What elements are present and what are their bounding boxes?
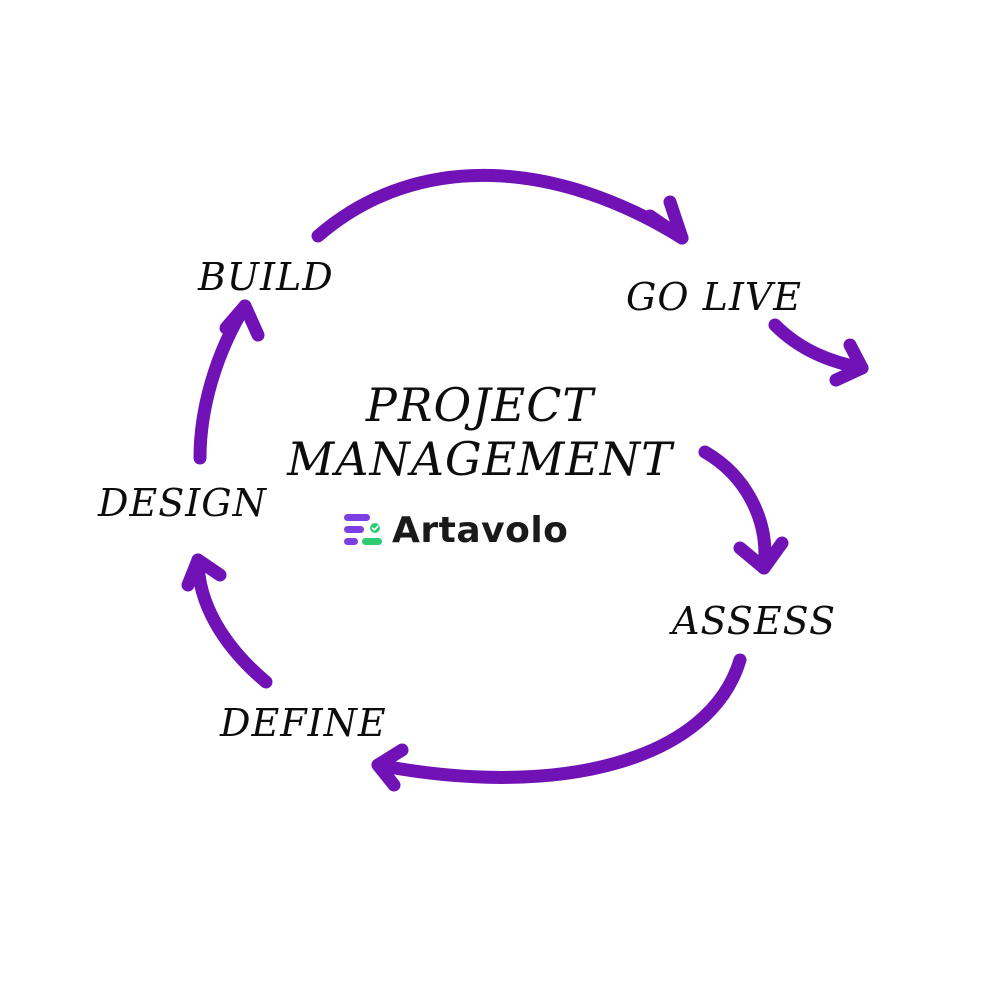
artavolo-logo-icon <box>344 512 384 548</box>
arrow-assess-to-define <box>371 653 747 792</box>
arrow-build-to-go-live <box>311 168 689 245</box>
stage-label-build: BUILD <box>198 255 334 299</box>
arrow-to-assess <box>698 445 789 575</box>
stage-label-go-live: GO LIVE <box>626 275 803 319</box>
brand-name: Artavolo <box>392 509 569 551</box>
title-line-1: PROJECT <box>365 378 595 432</box>
diagram-title: PROJECT MANAGEMENT <box>280 378 680 486</box>
arrow-design-to-build <box>193 299 265 465</box>
arrow-define-to-design <box>181 553 273 689</box>
stage-label-assess: ASSESS <box>672 599 836 643</box>
stage-label-define: DEFINE <box>220 701 387 745</box>
arrow-go-live-out <box>768 318 869 387</box>
title-line-2: MANAGEMENT <box>287 432 673 486</box>
brand-logo: Artavolo <box>344 508 568 552</box>
stage-label-design: DESIGN <box>98 481 267 525</box>
